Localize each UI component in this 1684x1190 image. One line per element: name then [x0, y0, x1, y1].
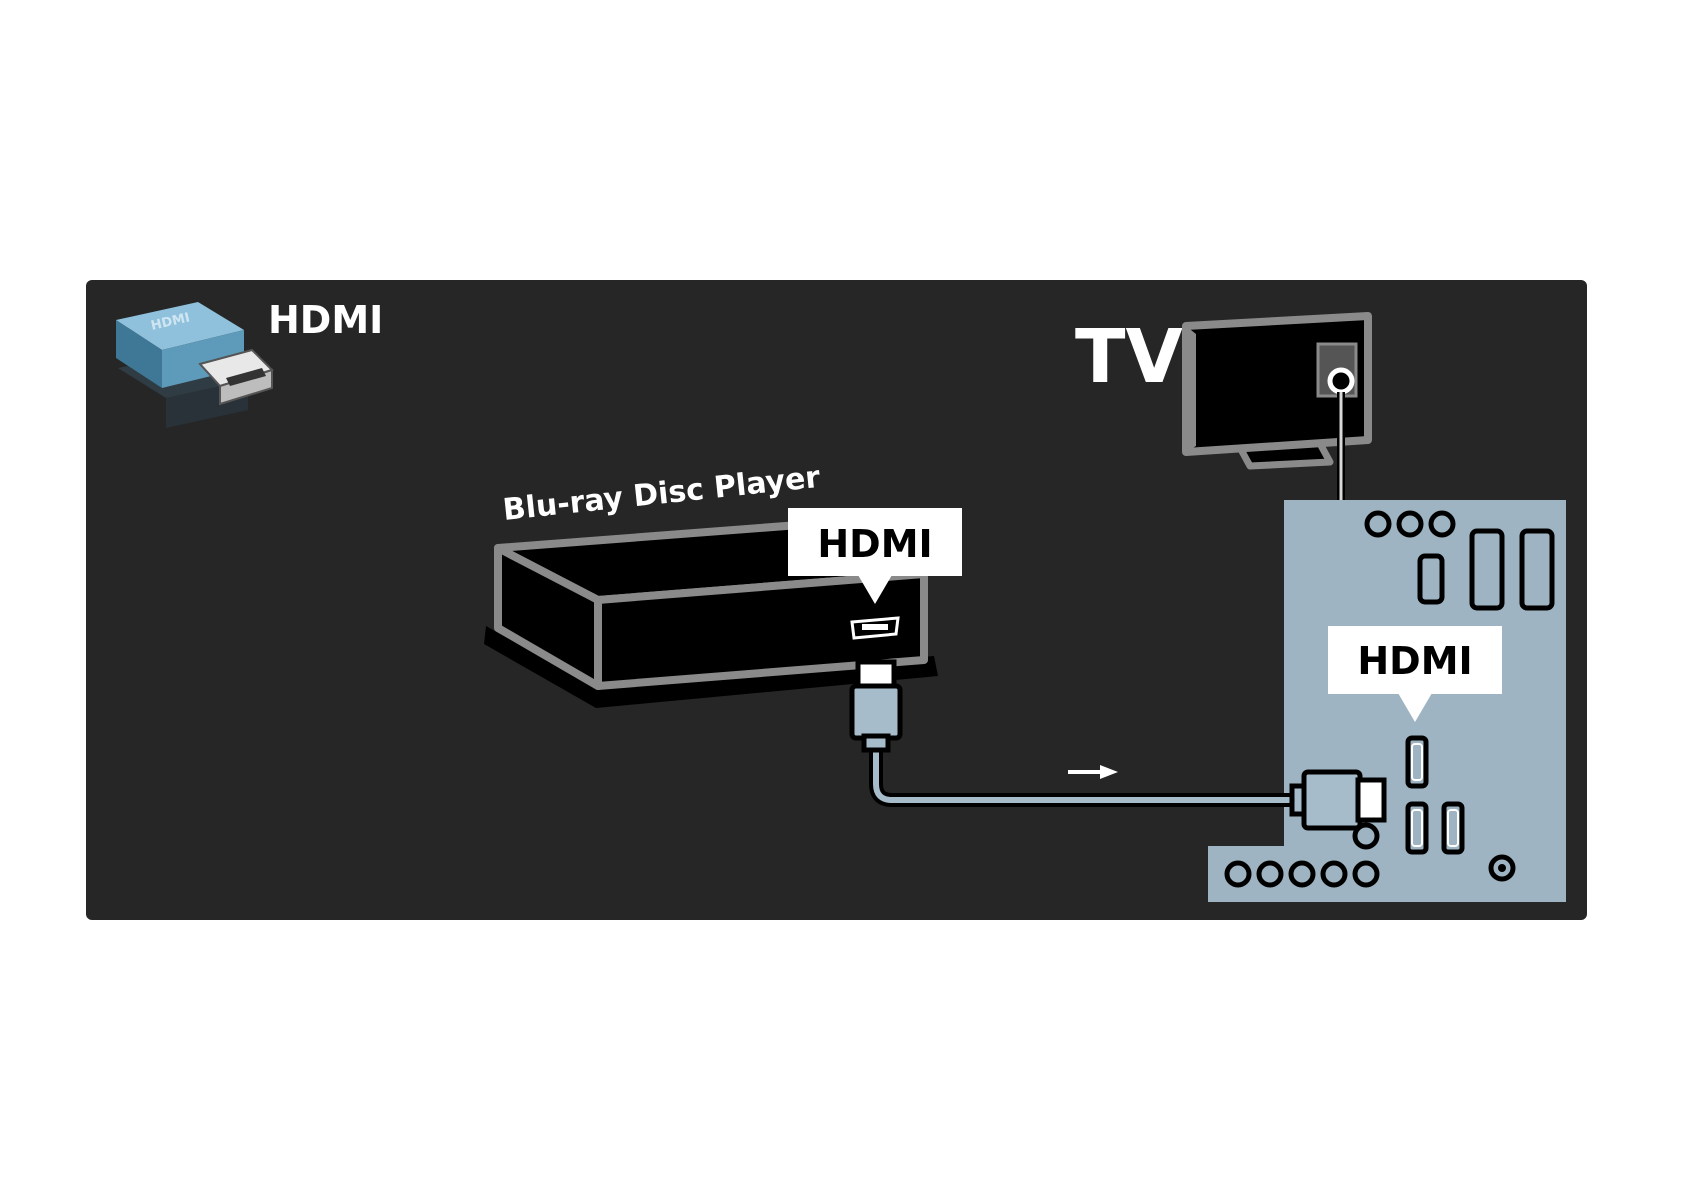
tv-label: TV [1075, 314, 1183, 400]
player-hdmi-callout-label: HDMI [817, 522, 932, 566]
tv-hdmi-callout-label: HDMI [1357, 639, 1472, 683]
hdmi-legend-label: HDMI [268, 298, 383, 342]
